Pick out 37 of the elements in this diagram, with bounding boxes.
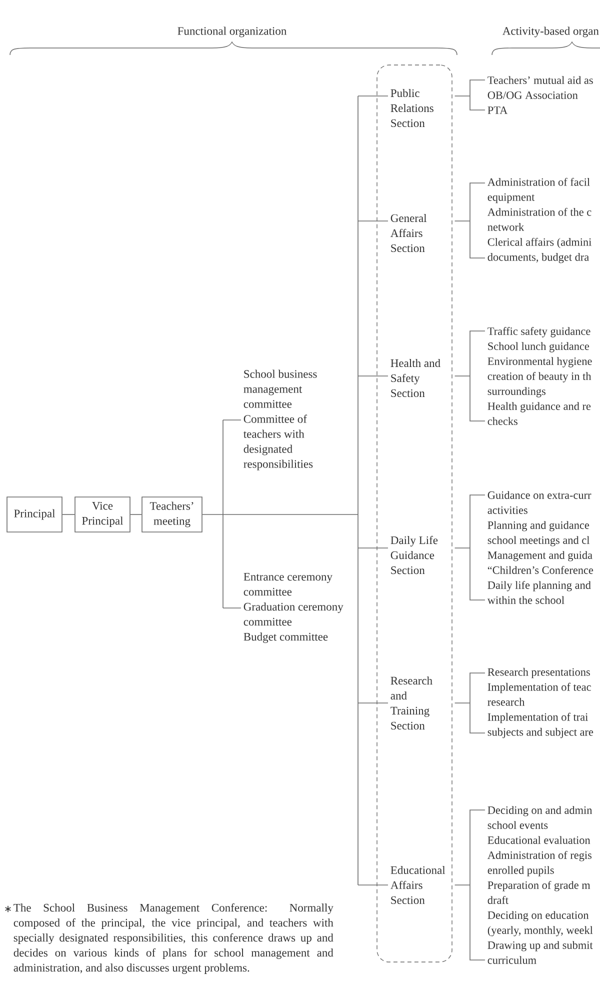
connector <box>222 514 224 608</box>
section-name: Public Relations Section <box>390 88 434 128</box>
connector <box>222 514 358 515</box>
section-name: Health and Safety Section <box>390 358 440 398</box>
connector <box>130 514 142 515</box>
connector <box>454 182 486 258</box>
group-heading: Activity-based organ <box>502 26 599 38</box>
connector <box>454 80 486 110</box>
duty-list: Research presentations Implementation of teac research Implementation of trai subjects and subject are <box>488 668 594 738</box>
connector <box>454 810 486 960</box>
connector <box>202 514 224 515</box>
connector <box>358 884 388 886</box>
connector <box>454 494 486 600</box>
dashed-frame <box>376 64 452 962</box>
role-box: Principal <box>6 496 62 532</box>
connector <box>62 514 75 515</box>
section-name: Research and Training Section <box>390 676 432 730</box>
committee-list: School business management committee Committee of teachers with designated responsibilities <box>244 370 317 470</box>
section-name: Daily Life Guidance Section <box>390 536 438 574</box>
duty-list: Traffic safety guidance School lunch guidance Environmental hygiene creation of beauty in th surroundings Health guidance and re checks <box>488 327 592 425</box>
group-heading: Functional organization <box>178 26 286 38</box>
footnote-mark: ∗ <box>5 906 11 912</box>
connector <box>358 220 388 222</box>
section-name: General Affairs Section <box>390 214 427 252</box>
connector <box>454 330 486 422</box>
section-name: Educational Affairs Section <box>390 866 446 904</box>
role-box: Teachers’ meeting <box>142 496 202 532</box>
duty-list: Administration of facil equipment Administration of the c network Clerical affairs (admini documents, budget dra <box>488 178 592 264</box>
connector <box>222 420 224 515</box>
footnote: The School Business Management Conference: Normally composed of the principal, the vice principal, and teachers with specially designated responsibilities, this conference draws up and decides on various kinds of plans for school management and administration, and also discusses urgent problems. <box>14 903 334 974</box>
role-box: Vice Principal <box>74 496 130 532</box>
duty-list: Teachers’ mutual aid as OB/OG Association PTA <box>488 76 593 114</box>
duty-list: Guidance on extra-curr activities Planning and guidance school meetings and cl Management and guida “Children’s Conference Daily life planning and within the school <box>487 491 594 604</box>
connector <box>358 702 388 704</box>
duty-list: Deciding on and admin school events Educational evaluation Administration of regis enrolled pupils Preparation of grade m draft Deciding on education (yearly, monthly, weekl Drawing up and submit curriculum <box>488 806 593 964</box>
connector <box>454 672 486 734</box>
committee-list: Entrance ceremony committee Graduation ceremony committee Budget committee <box>244 573 344 644</box>
